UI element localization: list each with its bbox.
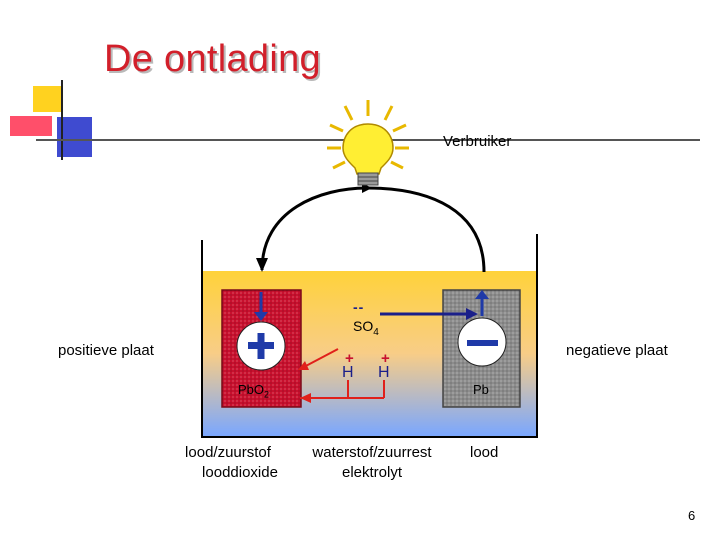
hydrogen-wire — [300, 380, 385, 403]
hydrogen-ion-arrow — [298, 348, 339, 370]
caption-positive-line1: lood/zuurstof — [185, 444, 271, 461]
hydrogen-charge-1: + — [345, 350, 354, 367]
light-bulb-icon — [327, 100, 409, 186]
consumer-label: Verbruiker — [443, 133, 512, 150]
sulfate-ion: SO4 — [353, 318, 379, 338]
caption-positive-line2: looddioxide — [202, 464, 278, 481]
arrow-up-icon — [475, 290, 489, 316]
minus-icon — [467, 340, 498, 346]
battery-container — [201, 234, 538, 438]
negative-plate-label: negatieve plaat — [566, 342, 668, 359]
caption-negative: lood — [470, 444, 499, 461]
caption-middle-line2: elektrolyt — [341, 464, 403, 481]
hydrogen-ion-1: H — [342, 364, 354, 381]
caption-middle-line1: waterstof/zuurrest — [312, 444, 432, 461]
circuit-arrowhead — [256, 258, 268, 272]
hydrogen-charge-2: + — [381, 350, 390, 367]
deco-red-square — [10, 116, 52, 136]
positive-plate-label: positieve plaat — [58, 342, 154, 359]
deco-yellow-square — [33, 86, 61, 112]
slide-title: De ontlading — [104, 38, 321, 80]
sulfate-arrow — [380, 308, 478, 320]
hydrogen-ion-2: H — [378, 364, 390, 381]
page-number: 6 — [688, 508, 696, 523]
sulfate-charge: -- — [353, 299, 365, 315]
arrow-down-icon — [254, 292, 268, 321]
plus-icon — [248, 333, 274, 359]
positive-plate-material: PbO2 — [238, 382, 270, 400]
circuit-wire-left — [260, 183, 372, 271]
negative-plate-material: Pb — [473, 382, 489, 397]
circuit-wire-right — [366, 186, 486, 273]
